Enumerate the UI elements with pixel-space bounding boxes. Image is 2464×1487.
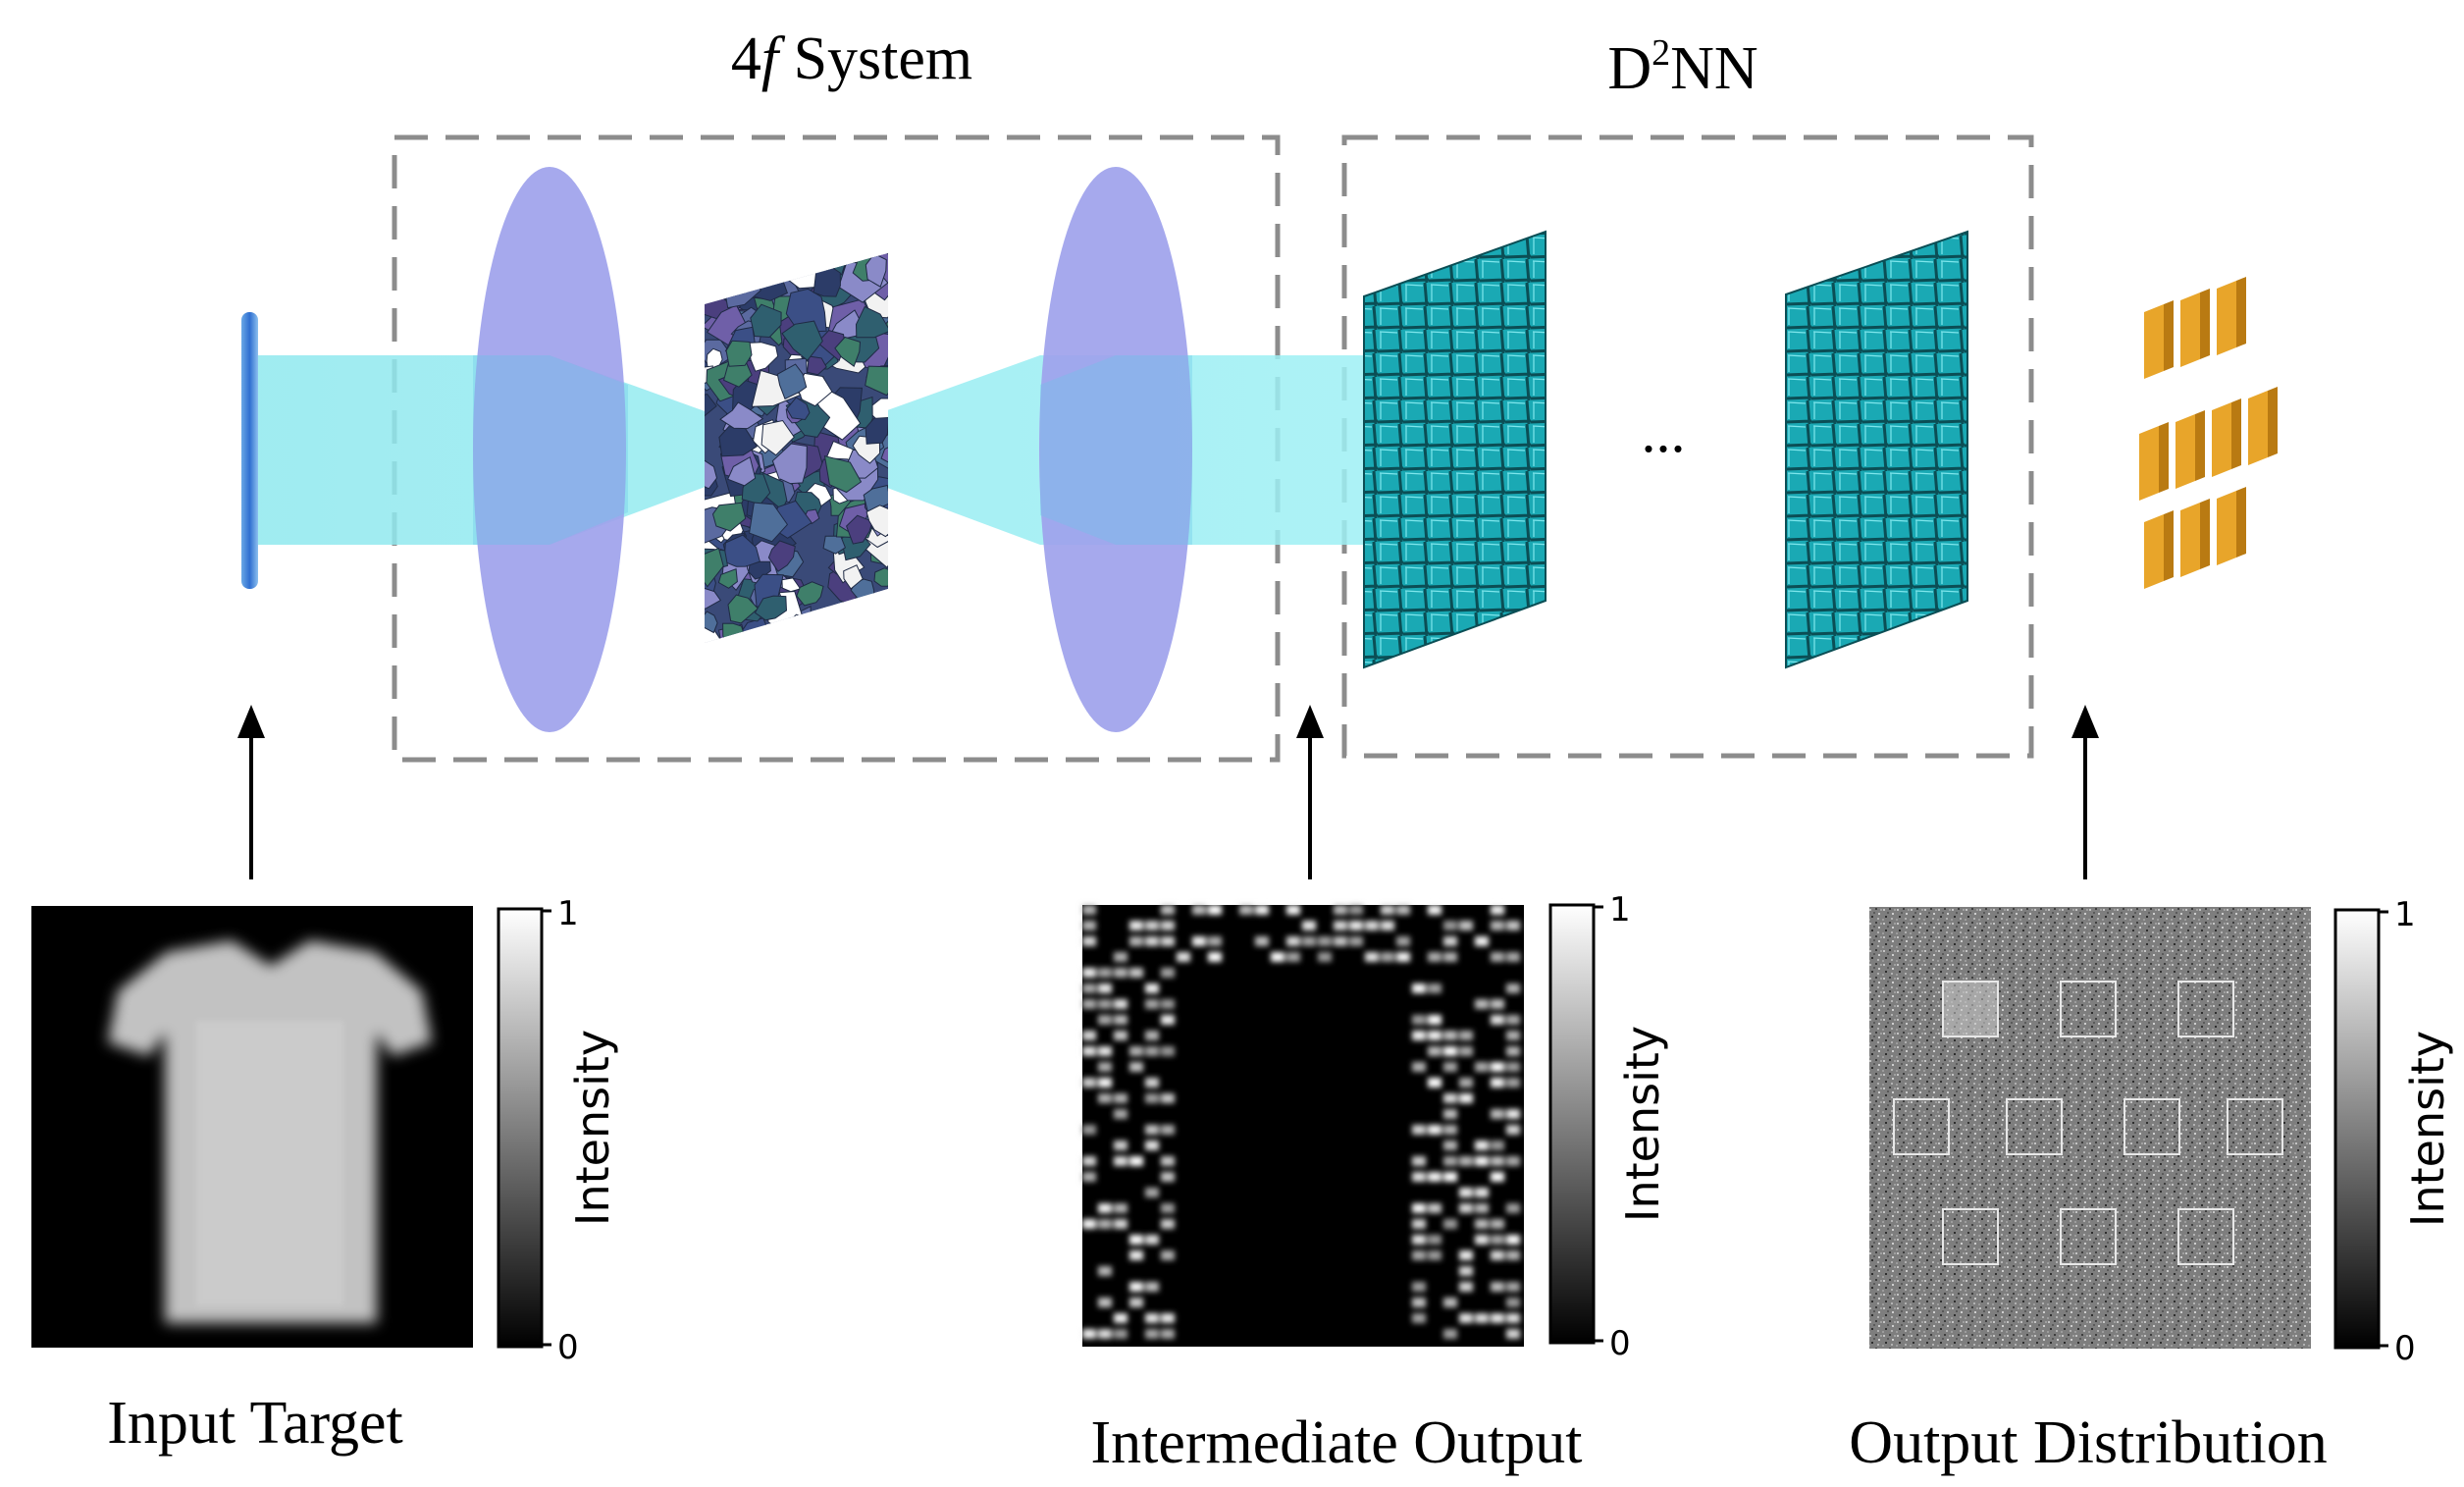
colorbar-input-min: 0 bbox=[557, 1328, 579, 1367]
d2nn-title: D2NN bbox=[1607, 32, 1757, 102]
colorbar-output-label: Intensity bbox=[2401, 1031, 2454, 1227]
d2nn-layer-1 bbox=[1363, 230, 1547, 669]
d2nn-layer-n bbox=[1785, 230, 1968, 669]
detector-array bbox=[2139, 277, 2278, 589]
random-phase-mask bbox=[705, 253, 888, 643]
colorbar-intermediate-label: Intensity bbox=[1616, 1026, 1669, 1222]
fourf-system-title: 4f System bbox=[731, 26, 972, 92]
colorbar-output: 1 0 Intensity bbox=[2333, 895, 2454, 1368]
second-lens bbox=[1039, 167, 1192, 732]
colorbar-intermediate: 1 0 Intensity bbox=[1548, 890, 1669, 1363]
intermediate-output-caption: Intermediate Output bbox=[1091, 1409, 1583, 1476]
colorbar-output-max: 1 bbox=[2394, 895, 2416, 934]
input-plane-plate bbox=[241, 312, 258, 589]
colorbar-input-max: 1 bbox=[557, 894, 579, 933]
colorbar-intermediate-max: 1 bbox=[1609, 890, 1631, 929]
output-arrow bbox=[2071, 705, 2099, 879]
output-distribution-caption: Output Distribution bbox=[1849, 1409, 2327, 1476]
first-lens bbox=[473, 167, 626, 732]
colorbar-intermediate-min: 0 bbox=[1609, 1324, 1631, 1363]
output-distribution-image bbox=[1869, 907, 2311, 1349]
colorbar-output-min: 0 bbox=[2394, 1329, 2416, 1368]
intermediate-arrow bbox=[1296, 705, 1324, 879]
input-target-image bbox=[31, 906, 473, 1348]
colorbar-input: 1 0 Intensity bbox=[497, 894, 619, 1367]
input-arrow bbox=[237, 705, 265, 879]
intermediate-output-image bbox=[1082, 905, 1524, 1347]
layer-ellipsis: ... bbox=[1642, 399, 1686, 464]
input-target-caption: Input Target bbox=[107, 1390, 403, 1457]
colorbar-input-label: Intensity bbox=[566, 1030, 619, 1226]
